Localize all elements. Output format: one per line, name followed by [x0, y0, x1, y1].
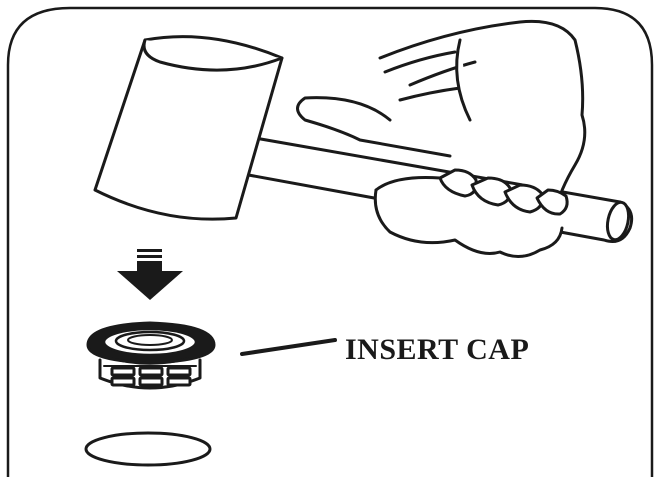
cap-icon [88, 323, 214, 388]
insert-cap-label: INSERT CAP [345, 333, 529, 367]
o-ring-icon [86, 433, 210, 465]
down-arrow-icon [117, 249, 183, 300]
leader-line [242, 340, 335, 354]
